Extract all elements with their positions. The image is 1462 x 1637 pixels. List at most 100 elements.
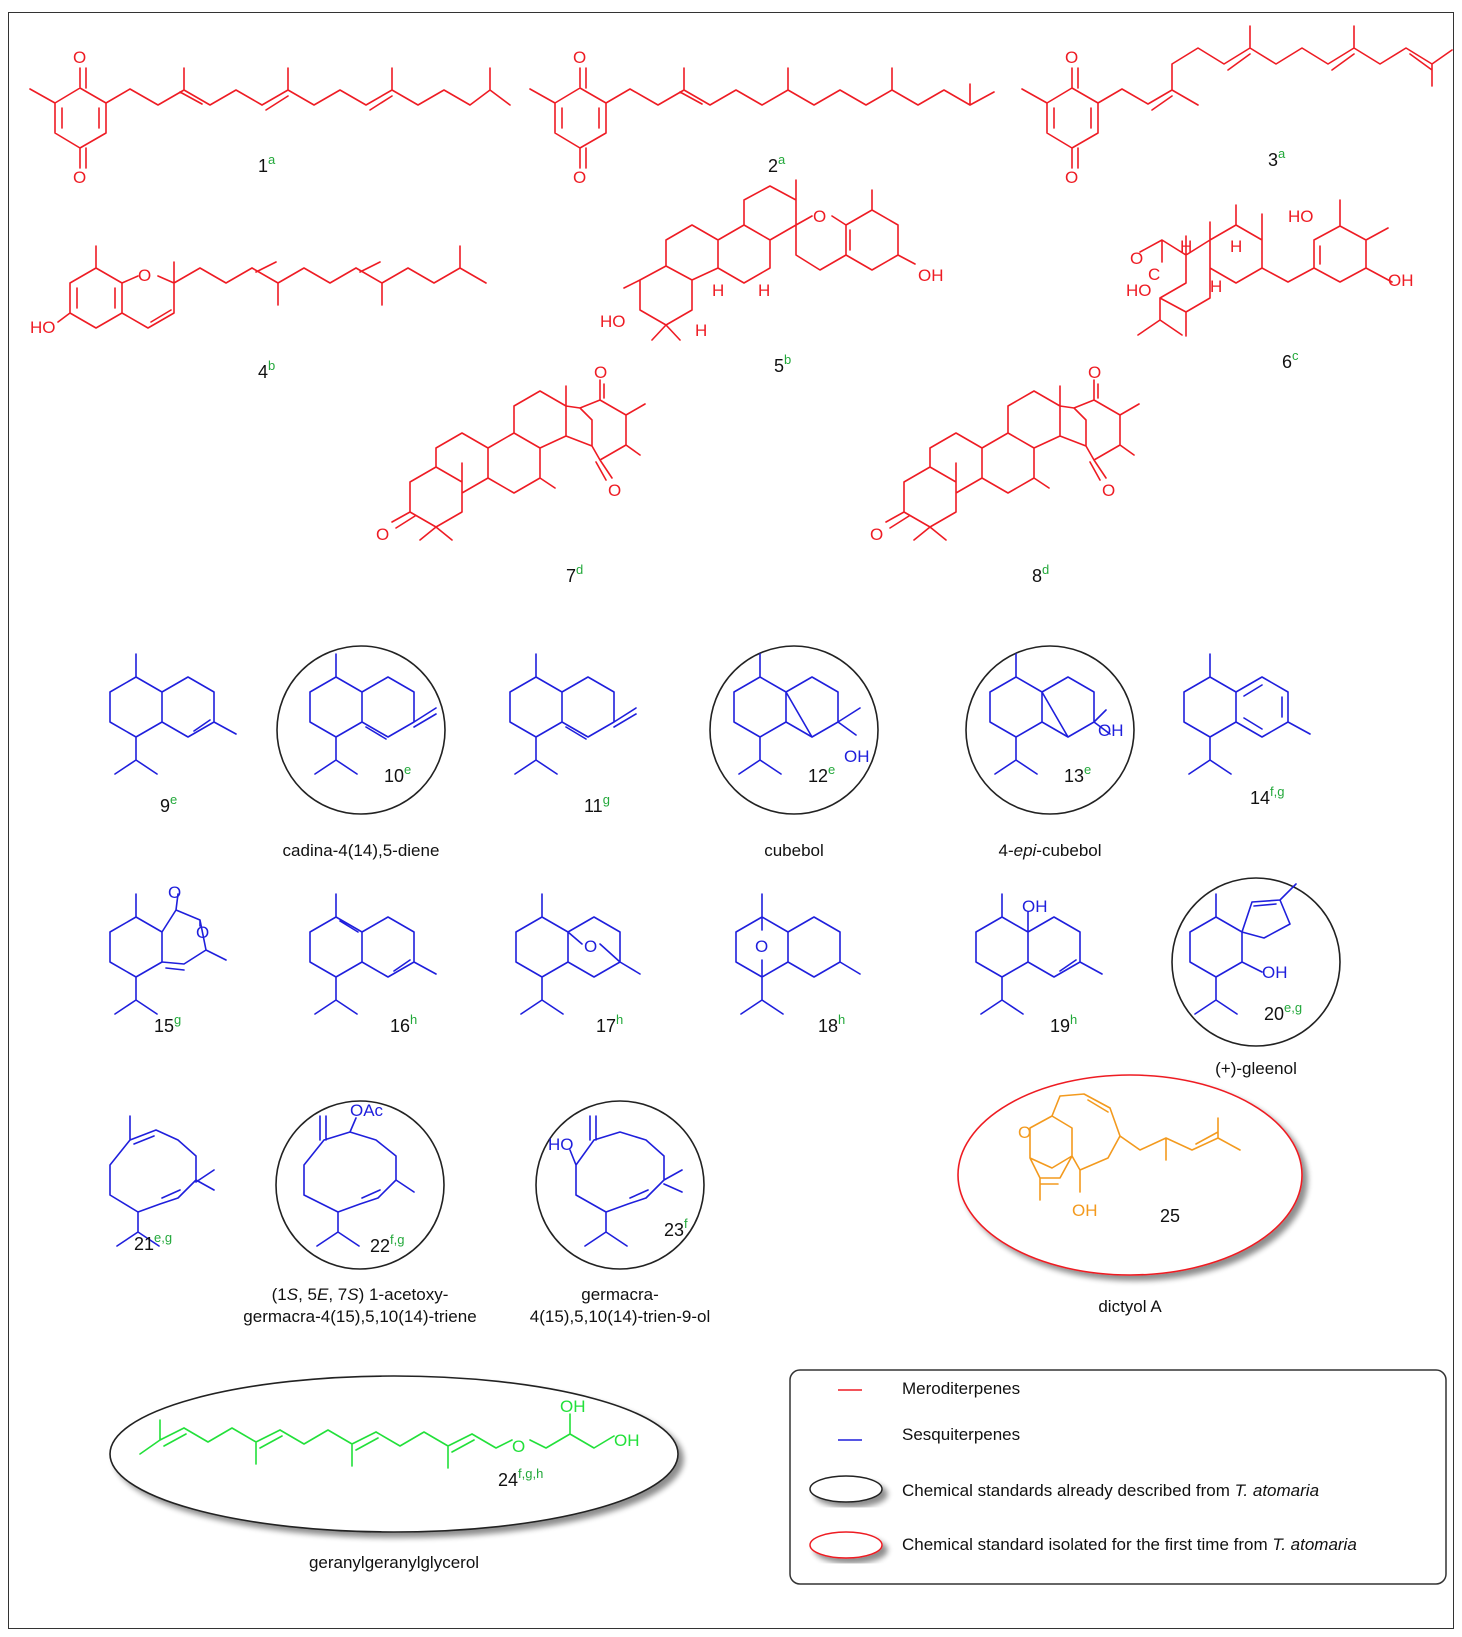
compound-number: 8d [1032, 562, 1049, 586]
compound-number: 16h [390, 1012, 417, 1036]
compound-number: 4b [258, 358, 275, 382]
compound-name: (1S, 5E, 7S) 1-acetoxy- [272, 1285, 449, 1304]
atom-label: O [168, 883, 181, 902]
atom-label: O [870, 525, 883, 544]
compound-name: (+)-gleenol [1215, 1059, 1297, 1078]
compound-number: 25 [1160, 1206, 1180, 1226]
legend-meroditerpenes: Meroditerpenes [902, 1379, 1020, 1398]
compound-name: dictyol A [1098, 1297, 1162, 1316]
compound-20: OH 20e,g (+)-gleenol [1171, 877, 1341, 1078]
compound-number: 5b [774, 352, 791, 376]
atom-label: HO [30, 318, 56, 337]
compound-6: O HO C HO OH H H H 6c [1126, 199, 1414, 372]
atom-label: OH [614, 1431, 640, 1450]
compound-number: 22f,g [370, 1232, 405, 1256]
compound-11: 11g [509, 653, 637, 816]
standard-circle [535, 1100, 705, 1270]
new-standard-ellipse [957, 1074, 1303, 1276]
atom-label: OH [1262, 963, 1288, 982]
atom-label: O [196, 923, 209, 942]
atom-label: O [1130, 249, 1143, 268]
standard-ellipse [109, 1375, 679, 1533]
compound-18: O 18h [735, 893, 861, 1036]
compound-number: 9e [160, 792, 177, 816]
compound-number: 10e [384, 762, 411, 786]
atom-label: HO [548, 1135, 574, 1154]
atom-label: OH [1388, 271, 1414, 290]
compound-2: O O 2a [529, 48, 995, 187]
atom-label: OAc [350, 1101, 384, 1120]
compound-name: cubebol [764, 841, 824, 860]
atom-label: O [138, 266, 151, 285]
atom-label: O [73, 48, 86, 67]
compound-number: 1a [258, 152, 276, 176]
atom-label: O [594, 363, 607, 382]
atom-label: H [1230, 237, 1242, 256]
compound-name: germacra-4(15),5,10(14)-triene [243, 1307, 476, 1326]
compound-15: O O 15g [109, 883, 227, 1036]
compound-23: HO 23f germacra- 4(15),5,10(14)-trien-9-… [530, 1100, 710, 1326]
compound-12: OH 12e cubebol [709, 645, 879, 860]
figure-frame [8, 12, 1454, 1629]
compound-17: O 17h [515, 893, 641, 1036]
compound-25: O OH 25 dictyol A [957, 1074, 1303, 1316]
compound-number: 19h [1050, 1012, 1077, 1036]
compound-number: 13e [1064, 762, 1091, 786]
compound-number: 6c [1282, 348, 1299, 372]
atom-label: OH [918, 266, 944, 285]
standard-circle [275, 1100, 445, 1270]
compound-name: cadina-4(14),5-diene [283, 841, 440, 860]
atom-label: H [712, 281, 724, 300]
compound-number: 12e [808, 762, 835, 786]
described-ellipse-swatch [809, 1475, 883, 1503]
standard-circle [276, 645, 446, 815]
standard-circle [709, 645, 879, 815]
atom-label: O [755, 937, 768, 956]
compound-number: 7d [566, 562, 583, 586]
compound-9: 9e [109, 653, 237, 816]
compound-number: 14f,g [1250, 784, 1285, 808]
atom-label: O [608, 481, 621, 500]
compound-22: OAc 22f,g (1S, 5E, 7S) 1-acetoxy- germac… [243, 1100, 477, 1326]
atom-label: OH [1098, 721, 1124, 740]
compound-number: 20e,g [1264, 1000, 1302, 1024]
atom-label: H [695, 321, 707, 340]
compound-number: 2a [768, 152, 786, 176]
atom-label: H [758, 281, 770, 300]
compound-number: 11g [584, 792, 610, 816]
atom-label: O [573, 48, 586, 67]
compound-5: O OH HO H H H 5b [600, 179, 944, 376]
compound-19: OH 19h [975, 893, 1103, 1036]
compound-number: 17h [596, 1012, 623, 1036]
atom-label: HO [1126, 281, 1152, 300]
atom-label: O [376, 525, 389, 544]
compound-number: 24f,g,h [498, 1466, 543, 1490]
compound-number: 18h [818, 1012, 845, 1036]
compound-16: 16h [309, 893, 437, 1036]
standard-circle [965, 645, 1135, 815]
atom-label: O [573, 168, 586, 187]
isolated-ellipse-swatch [809, 1531, 883, 1559]
compound-7: O O O 7d [376, 363, 646, 586]
compound-13: OH 13e 4-epi-cubebol [965, 645, 1135, 860]
compound-number: 21e,g [134, 1230, 172, 1254]
compound-14: 14f,g [1183, 653, 1311, 808]
legend-sesquiterpenes: Sesquiterpenes [902, 1425, 1020, 1444]
atom-label: OH [560, 1397, 586, 1416]
compound-number: 3a [1268, 146, 1286, 170]
compound-4: O HO 4b [30, 245, 487, 382]
atom-label: OH [844, 747, 870, 766]
atom-label: O [584, 937, 597, 956]
compound-name: geranylgeranylglycerol [309, 1553, 479, 1572]
legend-box [789, 1369, 1447, 1585]
compound-name: 4(15),5,10(14)-trien-9-ol [530, 1307, 710, 1326]
legend-described: Chemical standards already described fro… [902, 1481, 1319, 1500]
atom-label: O [1065, 168, 1078, 187]
legend: Meroditerpenes Sesquiterpenes Chemical s… [789, 1369, 1447, 1585]
atom-label: C [1148, 265, 1160, 284]
atom-label: O [813, 207, 826, 226]
compound-3: O O 3a [1021, 25, 1453, 187]
atom-label: O [1065, 48, 1078, 67]
atom-label: O [512, 1437, 525, 1456]
